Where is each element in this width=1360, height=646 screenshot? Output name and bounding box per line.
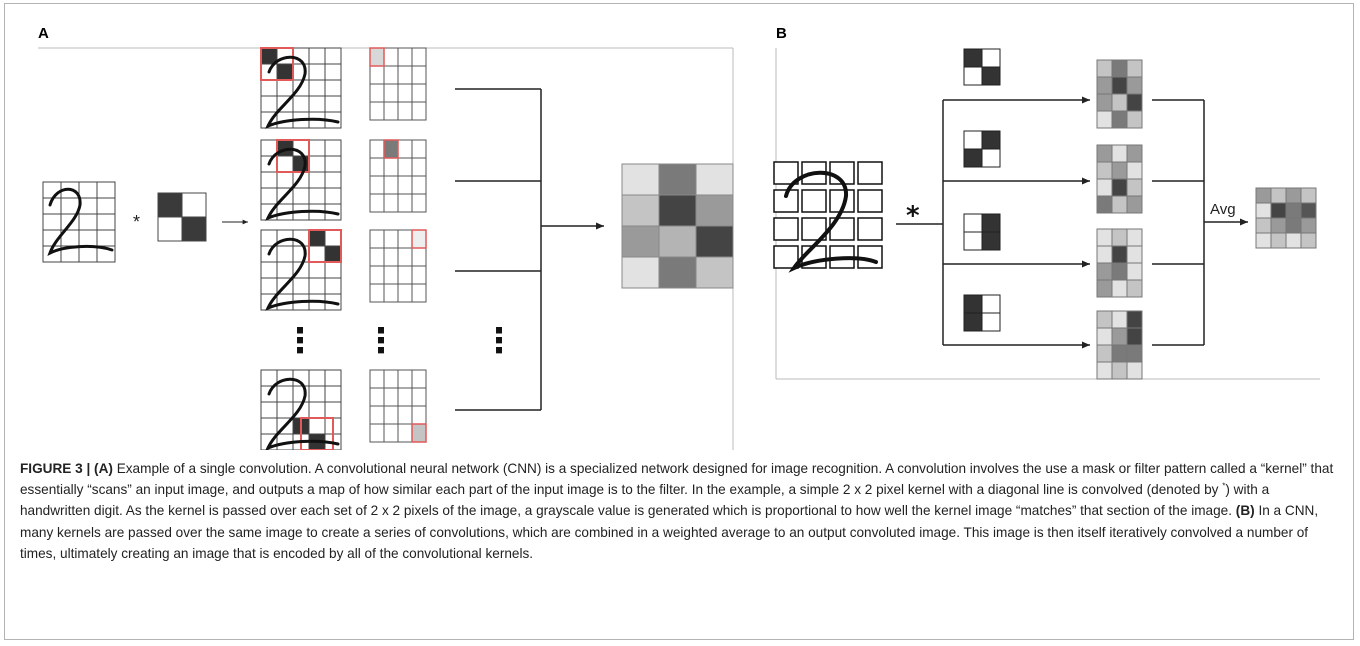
merge-bracket-a <box>455 88 542 411</box>
feature-map-1 <box>1096 59 1143 129</box>
panel-a-label: A <box>38 25 49 42</box>
input-digit-grid <box>42 181 116 263</box>
ellipsis-scans: ⋮ <box>283 321 317 361</box>
feature-map-3 <box>1096 228 1143 298</box>
caption-footnote-mark: * <box>1222 481 1226 491</box>
ellipsis-lines: ⋮ <box>482 321 516 361</box>
average-label: Avg <box>1210 201 1236 218</box>
averaged-output-map <box>1255 187 1317 249</box>
panel-b-label: B <box>776 25 787 42</box>
convolution-operator-a: * <box>133 212 140 232</box>
scan-step-3 <box>260 229 342 311</box>
kernel-b-3 <box>963 213 1001 251</box>
scan-step-last <box>260 369 342 451</box>
convolution-operator-b: * <box>906 201 920 231</box>
caption-text-2: ) with a handwritten digit. As the kerne… <box>20 482 1270 519</box>
caption-text-3: In a CNN, many kernels are passed over t… <box>20 503 1319 561</box>
convolution-figure: A * <box>38 25 1320 460</box>
output-map-1 <box>369 47 427 121</box>
figure-caption: FIGURE 3 | (A) Example of a single convo… <box>20 458 1340 564</box>
kernel <box>157 192 207 242</box>
output-map-last <box>369 369 427 443</box>
kernel-b-2 <box>963 130 1001 168</box>
caption-label-b: (B) <box>1235 503 1255 519</box>
caption-text-1: Example of a single convolution. A convo… <box>20 461 1334 498</box>
caption-label: FIGURE 3 | (A) <box>20 461 113 476</box>
feature-map-4 <box>1096 310 1143 380</box>
scan-step-1 <box>260 47 342 129</box>
kernel-b-1 <box>963 48 1001 86</box>
ellipsis-outputs: ⋮ <box>364 321 398 361</box>
output-map-2 <box>369 139 427 213</box>
branch-lines-b <box>896 100 944 345</box>
kernel-b-4 <box>963 294 1001 332</box>
input-digit-grid-b <box>773 161 883 273</box>
figure-frame <box>4 3 1354 640</box>
feature-map-2 <box>1096 144 1143 214</box>
panel-b: B * <box>773 25 1320 380</box>
merge-bracket-b <box>1152 99 1205 346</box>
result-map-a <box>621 163 734 289</box>
output-map-3 <box>369 229 427 303</box>
handwritten-digit-2 <box>47 187 114 257</box>
panel-a: A * <box>38 25 734 460</box>
handwritten-digit-2-b <box>784 170 878 273</box>
caption-paragraph: FIGURE 3 | (A) Example of a single convo… <box>20 458 1340 564</box>
scan-step-2 <box>260 139 342 221</box>
